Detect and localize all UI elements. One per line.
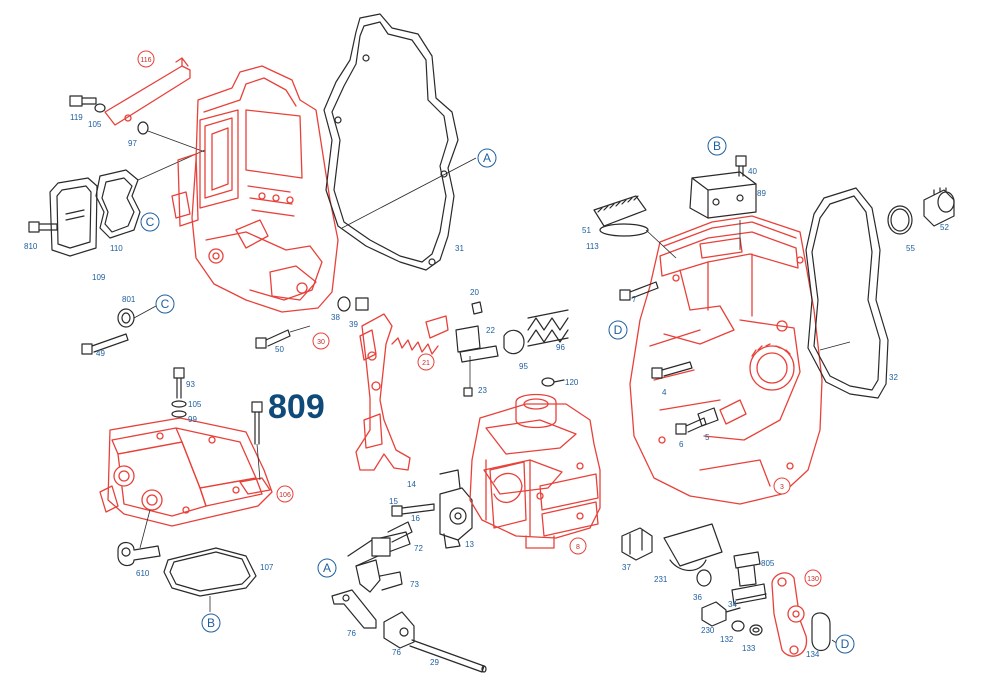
feed-pump-assembly [469, 393, 601, 549]
ref-marker-c: C [146, 215, 155, 229]
callout-21: 21 [422, 360, 430, 367]
callout-39: 39 [349, 320, 358, 329]
callout-95: 95 [519, 362, 528, 371]
callout-72: 72 [414, 544, 423, 553]
callout-13: 13 [465, 540, 474, 549]
callout-22: 22 [486, 326, 495, 335]
callout-805: 805 [761, 559, 775, 568]
ref-marker-b: B [207, 616, 215, 630]
callout-231: 231 [654, 575, 668, 584]
ref-marker-d: D [614, 323, 623, 337]
fittings-assembly [621, 523, 839, 657]
ref-marker-b: B [713, 139, 721, 153]
main-housing-assembly [593, 155, 955, 505]
callout-96: 96 [556, 343, 565, 352]
ref-marker-a: A [483, 151, 491, 165]
ref-marker-d: D [841, 637, 850, 651]
callout-105: 105 [88, 120, 102, 129]
pump-body-assembly [99, 367, 273, 612]
callout-119: 119 [70, 113, 83, 122]
callout-76: 76 [392, 648, 401, 657]
governor-cover-assembly [28, 13, 477, 355]
callout-132: 132 [720, 635, 734, 644]
callout-107: 107 [260, 563, 274, 572]
callout-810: 810 [24, 242, 38, 251]
ref-marker-a: A [323, 561, 331, 575]
callout-109: 109 [92, 273, 106, 282]
callout-110: 110 [110, 244, 123, 253]
callout-29: 29 [430, 658, 439, 667]
callout-76: 76 [347, 629, 356, 638]
callout-130: 130 [807, 576, 819, 583]
callout-116: 116 [140, 57, 151, 64]
callout-5: 5 [705, 433, 710, 442]
callout-16: 16 [411, 514, 420, 523]
callout-7: 7 [632, 295, 637, 304]
callout-15: 15 [389, 497, 398, 506]
callout-38: 38 [331, 313, 340, 322]
callout-34: 34 [728, 600, 737, 609]
callout-6: 6 [679, 440, 684, 449]
callout-31: 31 [455, 244, 464, 253]
red-callouts: 116 30 21 106 8 3 130 [137, 50, 822, 587]
callout-32: 32 [889, 373, 898, 382]
callout-23: 23 [478, 386, 487, 395]
callout-37: 37 [622, 563, 631, 572]
highlighted-part-number: 809 [268, 388, 325, 426]
part-callouts: 119 105 97 810 110 109 801 49 38 39 50 3… [24, 113, 949, 667]
callout-93: 93 [186, 380, 195, 389]
callout-4: 4 [662, 388, 667, 397]
callout-36: 36 [693, 593, 702, 602]
callout-52: 52 [940, 223, 949, 232]
callout-55: 55 [906, 244, 915, 253]
callout-49: 49 [96, 349, 105, 358]
callout-105: 105 [188, 400, 202, 409]
callout-134: 134 [806, 650, 820, 659]
callout-133: 133 [742, 644, 756, 653]
ref-marker-c: C [161, 297, 170, 311]
callout-3: 3 [780, 484, 784, 491]
callout-89: 89 [757, 189, 766, 198]
lever-linkage-assembly [331, 301, 569, 673]
callout-610: 610 [136, 569, 150, 578]
callout-30: 30 [317, 339, 325, 346]
callout-106: 106 [279, 492, 291, 499]
reference-markers: A C C B A B D D [140, 136, 855, 654]
callout-97: 97 [128, 139, 137, 148]
callout-8: 8 [576, 544, 580, 551]
callout-801: 801 [122, 295, 136, 304]
callout-50: 50 [275, 345, 284, 354]
callout-120: 120 [565, 378, 579, 387]
callout-73: 73 [410, 580, 419, 589]
callout-230: 230 [701, 626, 715, 635]
callout-20: 20 [470, 288, 479, 297]
callout-51: 51 [582, 226, 591, 235]
callout-40: 40 [748, 167, 757, 176]
callout-99: 99 [188, 415, 197, 424]
callout-113: 113 [586, 242, 599, 251]
callout-14: 14 [407, 480, 416, 489]
